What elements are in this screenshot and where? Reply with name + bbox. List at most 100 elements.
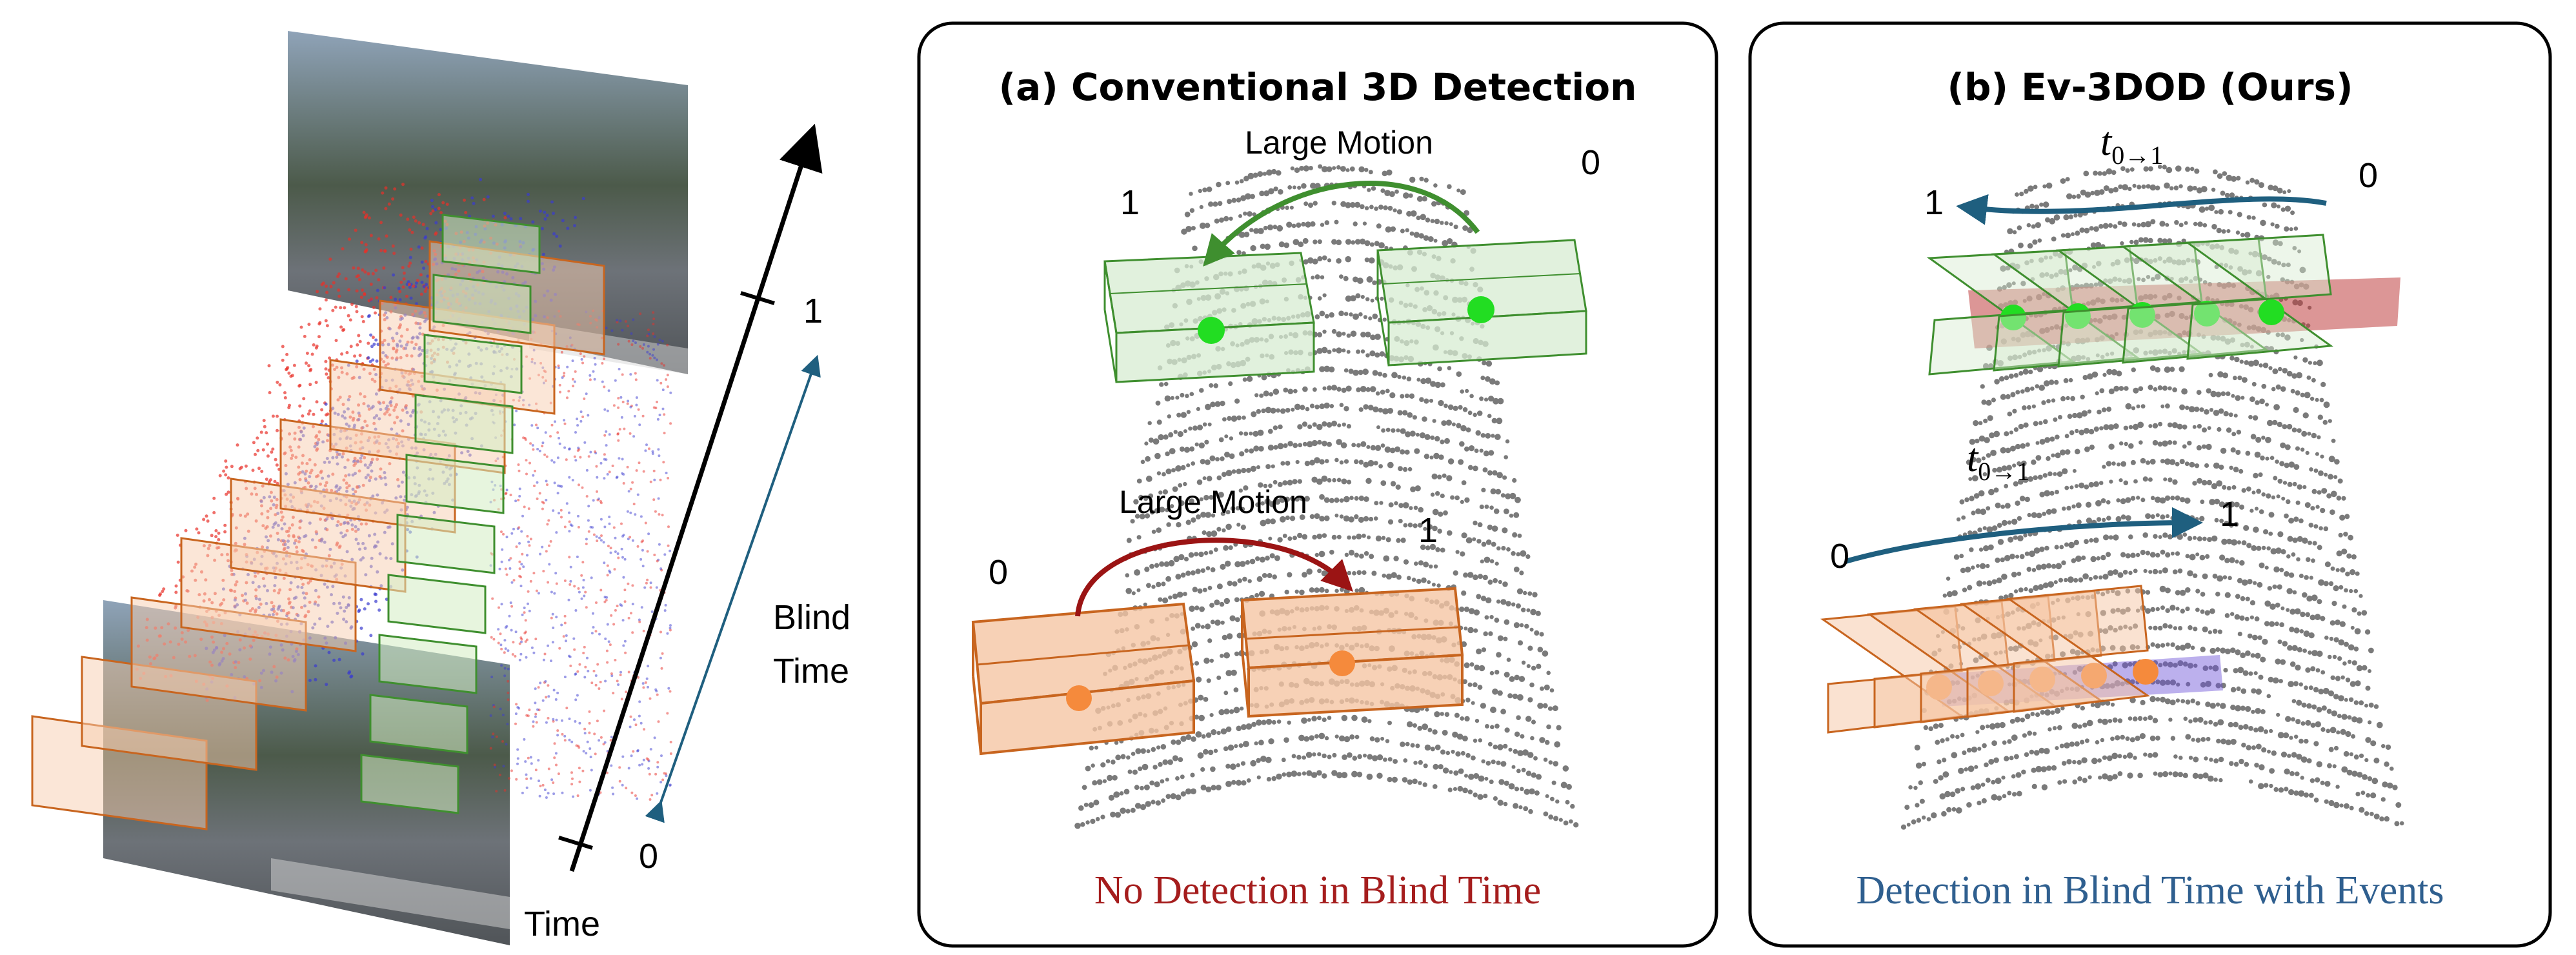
- event-point: [537, 759, 540, 762]
- lidar-point: [1497, 744, 1504, 750]
- event-point: [266, 442, 270, 446]
- event-point: [658, 338, 661, 341]
- lidar-point: [1464, 607, 1470, 612]
- lidar-point: [1489, 505, 1494, 510]
- lidar-point: [1473, 520, 1478, 526]
- lidar-point: [2045, 217, 2050, 223]
- lidar-point: [1154, 781, 1160, 788]
- event-point: [524, 760, 527, 763]
- lidar-point: [1467, 627, 1474, 634]
- lidar-point: [1263, 390, 1269, 397]
- lidar-point: [1367, 754, 1373, 760]
- event-point: [590, 576, 593, 579]
- lidar-point: [1420, 378, 1427, 385]
- event-point: [615, 476, 618, 479]
- lidar-point: [1544, 739, 1550, 745]
- lidar-point: [1089, 745, 1094, 751]
- lidar-point: [1490, 707, 1496, 714]
- lidar-point: [1194, 605, 1200, 610]
- event-point: [632, 750, 635, 753]
- lidar-point: [1342, 348, 1346, 353]
- event-point: [645, 581, 648, 585]
- lidar-point: [1444, 437, 1450, 444]
- lidar-point: [2083, 170, 2089, 177]
- lidar-point: [2084, 191, 2091, 198]
- lidar-point: [1467, 572, 1474, 578]
- lidar-point: [1177, 431, 1183, 437]
- event-point: [479, 177, 483, 181]
- event-point: [627, 399, 630, 403]
- lidar-point: [1497, 397, 1504, 405]
- event-point: [375, 359, 379, 363]
- lidar-point: [1309, 735, 1314, 741]
- lidar-point: [1351, 714, 1358, 721]
- lidar-point: [1349, 496, 1354, 500]
- lidar-point: [1347, 535, 1351, 540]
- event-point: [647, 532, 650, 536]
- event-point: [600, 534, 603, 538]
- event-point: [555, 582, 558, 585]
- lidar-point: [1199, 497, 1203, 501]
- event-point: [505, 625, 508, 628]
- event-point: [645, 443, 648, 447]
- event-point: [612, 404, 616, 407]
- event-point: [431, 209, 435, 213]
- event-point: [652, 332, 655, 336]
- lidar-point: [1555, 799, 1560, 804]
- lidar-point: [1223, 709, 1230, 715]
- lidar-point: [2282, 190, 2287, 194]
- lidar-point: [1482, 360, 1487, 366]
- lidar-point: [1494, 618, 1500, 623]
- lidar-point: [1269, 553, 1275, 559]
- lidar-point: [1548, 760, 1553, 765]
- lidar-point: [1197, 588, 1203, 594]
- event-point: [603, 408, 607, 411]
- lidar-point: [1238, 743, 1243, 748]
- lidar-point: [1343, 736, 1351, 743]
- event-point: [507, 667, 510, 670]
- lidar-point: [1257, 429, 1264, 436]
- event-point: [297, 384, 301, 388]
- event-point: [661, 652, 664, 655]
- lidar-point: [1276, 773, 1282, 780]
- lidar-point: [1276, 719, 1282, 724]
- event-point: [574, 459, 578, 462]
- lidar-point: [1363, 315, 1367, 319]
- event-point: [408, 256, 412, 259]
- event-point: [621, 755, 625, 758]
- event-point: [669, 624, 672, 627]
- lidar-point: [1304, 461, 1311, 467]
- lidar-point: [1329, 367, 1335, 373]
- lidar-point: [2189, 166, 2195, 172]
- lidar-point: [1482, 574, 1488, 581]
- event-point: [517, 463, 520, 467]
- lidar-point: [1256, 719, 1262, 726]
- event-point: [567, 390, 570, 393]
- event-point: [568, 530, 571, 533]
- lidar-point: [1255, 502, 1260, 507]
- lidar-point: [1363, 496, 1369, 502]
- lidar-point: [1144, 441, 1149, 446]
- event-point: [654, 510, 657, 513]
- lidar-point: [2286, 262, 2291, 268]
- lidar-point: [1304, 496, 1310, 502]
- lidar-point: [1207, 585, 1213, 590]
- lidar-point: [1127, 769, 1132, 774]
- event-point: [552, 718, 555, 721]
- lidar-point: [1339, 460, 1344, 465]
- lidar-point: [1293, 443, 1298, 448]
- event-point: [619, 674, 622, 676]
- event-point: [573, 455, 576, 458]
- lidar-point: [1514, 496, 1521, 503]
- event-point: [640, 606, 643, 609]
- event-point: [656, 761, 659, 764]
- event-point: [585, 468, 589, 472]
- lidar-point: [1341, 772, 1348, 779]
- lidar-point: [1178, 500, 1185, 507]
- event-point: [637, 676, 639, 679]
- lidar-point: [1382, 170, 1388, 177]
- time-tick-1: [740, 291, 775, 305]
- lidar-point: [2076, 194, 2081, 199]
- event-point: [560, 623, 563, 627]
- event-point: [464, 210, 468, 214]
